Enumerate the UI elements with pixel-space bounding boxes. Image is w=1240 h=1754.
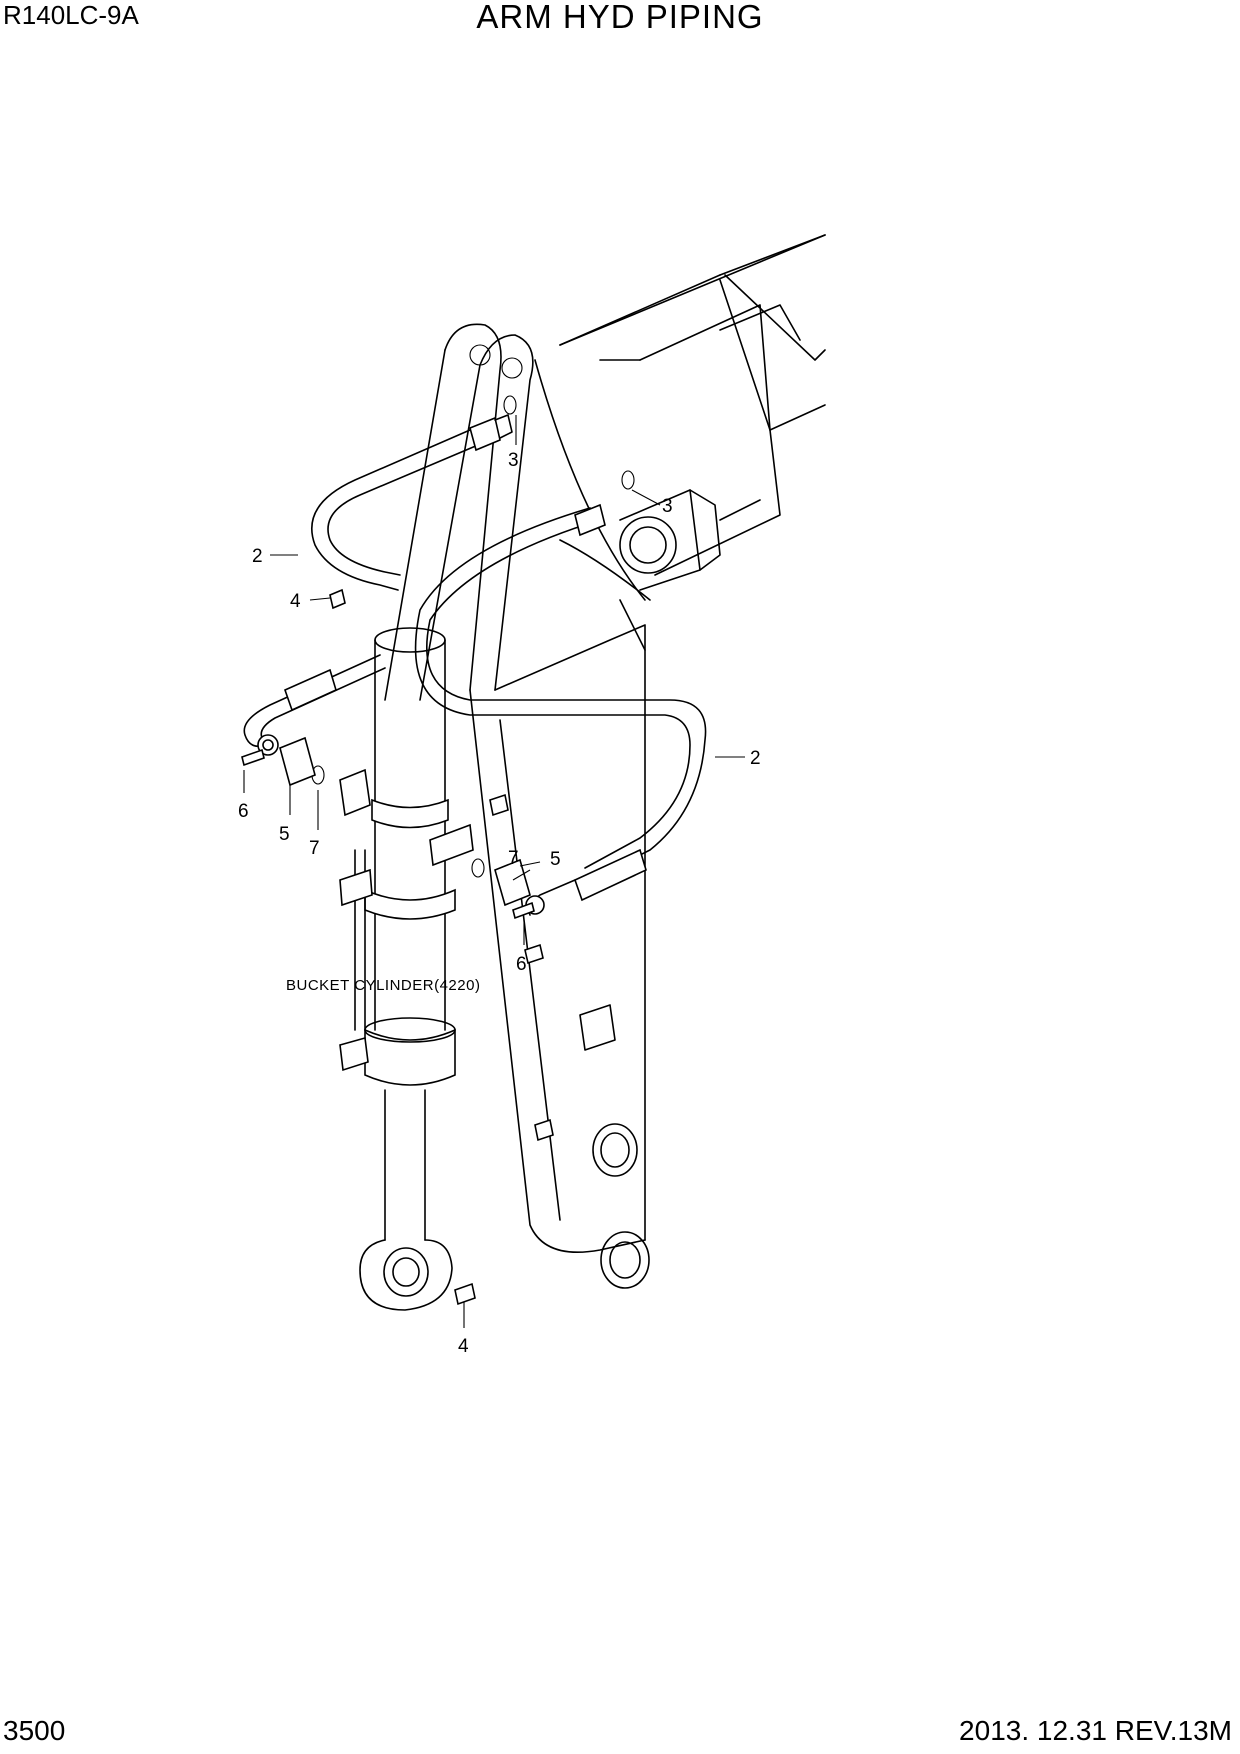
callout-2-left: 2 — [252, 546, 263, 567]
hose-lower-left — [243, 654, 386, 756]
hose-2-left — [311, 414, 513, 591]
grease-nipple-4b — [454, 1282, 476, 1306]
callout-5-left: 5 — [279, 824, 290, 845]
bucket-cylinder — [339, 627, 474, 1311]
callout-3-right: 3 — [662, 496, 673, 517]
o-ring-3a — [503, 395, 517, 415]
o-ring-3b — [621, 470, 635, 490]
callout-4-upper: 4 — [290, 591, 301, 612]
grease-nipple-4a — [329, 588, 346, 610]
callout-6-left: 6 — [238, 801, 249, 822]
bucket-cylinder-note: BUCKET CYLINDER(4220) — [286, 977, 480, 994]
model-code: R140LC-9A — [3, 0, 139, 30]
bolt-6a — [241, 748, 265, 767]
bolt-6b — [512, 901, 535, 920]
split-flange-5b — [494, 858, 531, 907]
callout-4-lower: 4 — [458, 1336, 469, 1357]
callout-5-right: 5 — [550, 849, 561, 870]
revision-info: 2013. 12.31 REV.13M — [959, 1715, 1232, 1746]
callout-3-upper: 3 — [508, 450, 519, 471]
callout-7-left: 7 — [309, 838, 320, 859]
boom — [559, 234, 826, 576]
o-ring-7b — [471, 858, 485, 878]
hose-lower-right — [525, 848, 647, 916]
hose-2-right — [414, 503, 707, 881]
callout-6-right: 6 — [516, 954, 527, 975]
arm — [384, 323, 721, 1289]
leader-lines — [243, 415, 745, 1328]
page-title: ARM HYD PIPING — [476, 0, 764, 35]
callout-2-right: 2 — [750, 748, 761, 769]
page-number: 3500 — [3, 1715, 66, 1746]
callout-7-right: 7 — [508, 848, 519, 869]
split-flange-5a — [279, 736, 316, 787]
